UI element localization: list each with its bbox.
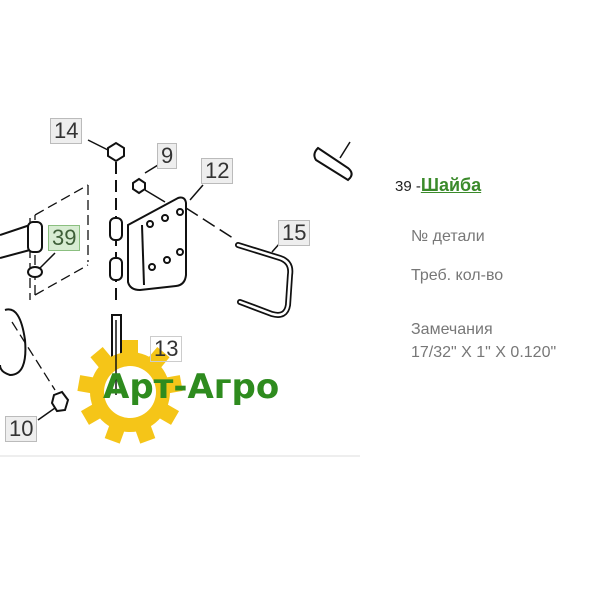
pin [313,146,353,182]
qty-label: Треб. кол-во [411,267,504,284]
notes-label: Замечания [411,321,493,338]
bolt-head [107,141,125,163]
nut [132,177,146,195]
gear-logo-icon [77,340,183,444]
callout-12[interactable]: 12 [201,158,234,184]
part-title: 39 -Шайба [395,175,481,196]
washer [27,266,43,278]
callout-15[interactable]: 15 [278,220,311,246]
part-number: 39 - [395,178,421,195]
callout-13[interactable]: 13 [150,336,183,362]
callout-9[interactable]: 9 [157,143,178,169]
divider [0,455,360,457]
parts-diagram [0,139,353,444]
part-info: 39 -Шайба № детали Треб. кол-во Замечани… [395,175,556,361]
logo-text: Арт-Агро [103,367,280,407]
callout-39[interactable]: 39 [48,225,81,251]
part-no-label: № детали [411,228,485,245]
part-name-link[interactable]: Шайба [420,175,482,195]
callout-14[interactable]: 14 [50,118,83,144]
notes-value: 17/32" X 1" X 0.120" [411,344,557,361]
callout-10[interactable]: 10 [5,416,38,442]
